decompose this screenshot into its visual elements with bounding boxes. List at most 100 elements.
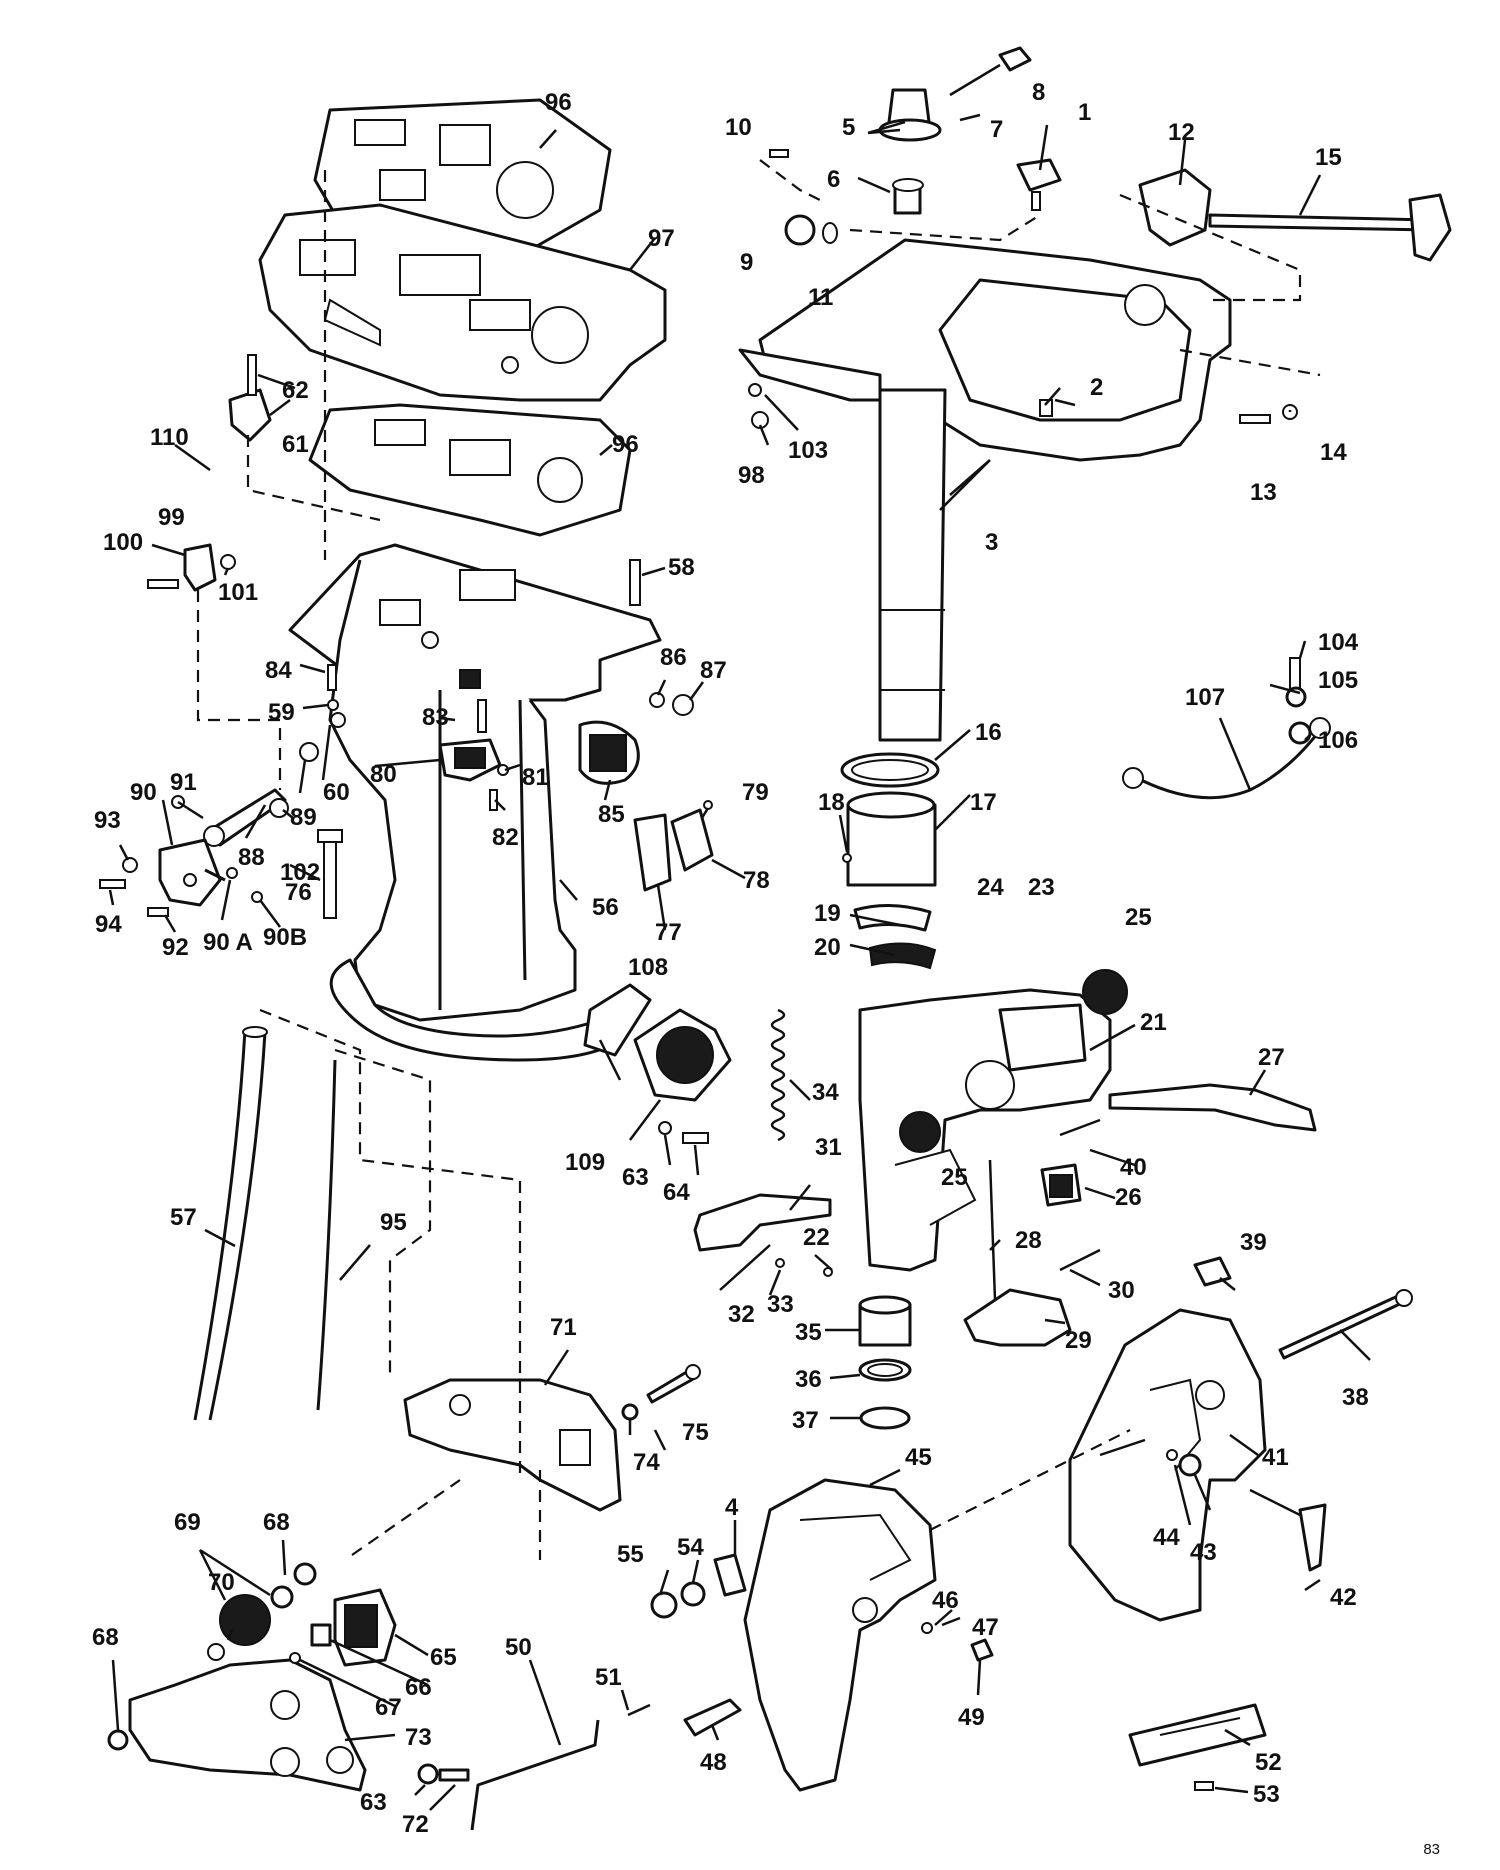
callout-106: 106	[1318, 727, 1358, 754]
spring-34	[770, 1008, 786, 1142]
callout-23: 23	[1028, 874, 1055, 901]
callout-109: 109	[565, 1149, 605, 1176]
plate-77-78	[633, 800, 714, 892]
callout-24: 24	[977, 874, 1004, 901]
callout-48: 48	[700, 1749, 727, 1776]
callout-67: 67	[375, 1694, 402, 1721]
tilt-lever-27	[1108, 1083, 1317, 1132]
plunger-48-spring-51	[627, 1698, 742, 1737]
callout-99: 99	[158, 504, 185, 531]
callout-36: 36	[795, 1366, 822, 1393]
callout-28: 28	[1015, 1227, 1042, 1254]
callout-30: 30	[1108, 1277, 1135, 1304]
nuts-9-11	[784, 214, 838, 246]
tilt-lock-lever-31	[693, 1193, 832, 1252]
callout-38: 38	[1342, 1384, 1369, 1411]
callout-60: 60	[323, 779, 350, 806]
callout-25b: 25	[941, 1164, 968, 1191]
callout-101: 101	[218, 579, 258, 606]
callout-95: 95	[380, 1209, 407, 1236]
detent-46-47-49	[921, 1616, 994, 1662]
bracket-90	[158, 838, 226, 907]
callout-64: 64	[663, 1179, 690, 1206]
tiller-15	[1208, 193, 1452, 262]
bushings-35-36-37	[858, 1295, 912, 1430]
throttle-cam-5-6	[878, 88, 942, 215]
callout-65: 65	[430, 1644, 457, 1671]
callout-86: 86	[660, 644, 687, 671]
water-tube-57	[193, 1026, 268, 1421]
callout-42: 42	[1330, 1584, 1357, 1611]
callout-57: 57	[170, 1204, 197, 1231]
clamp-screw-42	[1249, 1488, 1327, 1572]
callout-69: 69	[174, 1509, 201, 1536]
callout-63a: 63	[622, 1164, 649, 1191]
callout-7: 7	[990, 116, 1003, 143]
callout-91: 91	[170, 769, 197, 796]
callout-43: 43	[1190, 1539, 1217, 1566]
ground-wire-107	[1122, 657, 1331, 800]
bracket-61-62	[228, 354, 272, 442]
callout-87: 87	[700, 657, 727, 684]
mount-65-66-67-68	[107, 1562, 397, 1751]
exhaust-housing-56	[288, 543, 662, 1062]
callout-25a: 25	[1125, 904, 1152, 931]
callout-5: 5	[842, 114, 855, 141]
callout-14: 14	[1320, 439, 1347, 466]
callout-16: 16	[975, 719, 1002, 746]
callout-82: 82	[492, 824, 519, 851]
callout-20: 20	[814, 934, 841, 961]
callout-12: 12	[1168, 119, 1195, 146]
callout-92: 92	[162, 934, 189, 961]
callout-10: 10	[725, 114, 752, 141]
callout-100: 100	[103, 529, 143, 556]
callout-35: 35	[795, 1319, 822, 1346]
bolt-75-washer-74	[621, 1364, 701, 1421]
page-number: 83	[1423, 1841, 1440, 1858]
spring-40-lock-26	[1040, 1118, 1101, 1207]
callout-98: 98	[738, 462, 765, 489]
thrust-washers-25	[899, 969, 1128, 1153]
small-fasteners	[299, 664, 509, 811]
handle-rod-50	[470, 1719, 600, 1831]
shift-rod-95	[316, 1059, 337, 1411]
clamp-bracket-41	[1068, 1308, 1267, 1622]
callout-51: 51	[595, 1664, 622, 1691]
lower-cover-73	[128, 1658, 367, 1792]
callout-81: 81	[522, 764, 549, 791]
rectifier-80	[438, 738, 502, 782]
friction-block-12	[1138, 168, 1212, 247]
callout-90b: 90B	[263, 924, 307, 951]
callout-102: 102	[280, 859, 320, 886]
callout-49: 49	[958, 1704, 985, 1731]
bolt-76	[317, 829, 343, 919]
callout-90: 90	[130, 779, 157, 806]
callout-33: 33	[767, 1291, 794, 1318]
lower-cover-71	[403, 1378, 622, 1512]
callout-22: 22	[803, 1224, 830, 1251]
callout-2: 2	[1090, 374, 1103, 401]
adapter-plate-97	[258, 203, 667, 402]
plate-52-screw-53	[1128, 1703, 1267, 1791]
callout-15: 15	[1315, 144, 1342, 171]
callout-47: 47	[972, 1614, 999, 1641]
callout-70: 70	[208, 1569, 235, 1596]
screw-4-and-nuts-54-55	[650, 1553, 747, 1619]
callout-85: 85	[598, 801, 625, 828]
bushing-17	[846, 791, 937, 887]
screw-8-spring-7	[949, 46, 1032, 122]
callout-46: 46	[932, 1587, 959, 1614]
switch-1	[1016, 158, 1062, 211]
callout-77: 77	[655, 919, 682, 946]
callout-3: 3	[985, 529, 998, 556]
bolt-72-washer-63	[417, 1763, 470, 1785]
pulse-coil-85	[578, 720, 640, 785]
callout-29: 29	[1065, 1327, 1092, 1354]
callout-1: 1	[1078, 99, 1091, 126]
callout-110: 110	[150, 424, 189, 451]
callout-103: 103	[788, 437, 828, 464]
steering-arm-3	[738, 238, 1232, 742]
callout-labels: 1 2 3 4 5 6 7 8 9 10 11 12 13 14 15 16 1…	[92, 79, 1369, 1838]
callout-75: 75	[682, 1419, 709, 1446]
pins-22-33-32	[719, 1244, 833, 1291]
